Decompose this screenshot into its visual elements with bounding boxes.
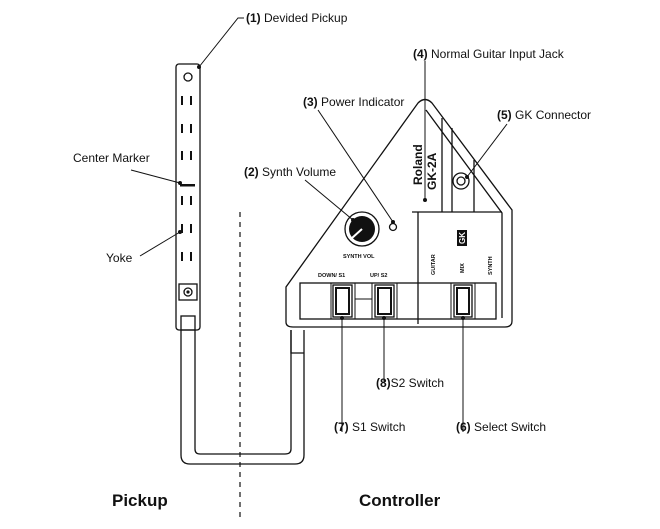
roland-logo: Roland xyxy=(411,144,425,185)
gk-logo: GK xyxy=(457,230,467,246)
callout-s2-switch: (8)S2 Switch xyxy=(376,376,444,390)
callout-select-switch: (6) Select Switch xyxy=(456,420,546,434)
model-name: GK-2A xyxy=(425,152,439,190)
up-s2-label: UP/ S2 xyxy=(370,273,387,279)
yoke-screw xyxy=(178,283,198,301)
select-switch[interactable] xyxy=(453,284,473,318)
section-title-pickup: Pickup xyxy=(112,491,168,510)
section-title-controller: Controller xyxy=(359,491,441,510)
callout-normal-guitar-input-jack: (4) Normal Guitar Input Jack xyxy=(413,47,565,61)
label-yoke: Yoke xyxy=(106,251,133,265)
guitar-label: GUITAR xyxy=(431,254,437,275)
synth-vol-label: SYNTH VOL xyxy=(343,254,375,260)
callout-gk-connector: (5) GK Connector xyxy=(497,108,591,122)
down-s1-label: DOWN/ S1 xyxy=(318,273,345,279)
pickup-pole-slots xyxy=(181,96,192,261)
power-indicator xyxy=(388,222,398,232)
gk-connector[interactable] xyxy=(452,172,470,190)
s1-switch[interactable] xyxy=(332,284,353,318)
label-center-marker: Center Marker xyxy=(73,151,150,165)
callout-divided-pickup: (1) Devided Pickup xyxy=(246,11,348,25)
divided-pickup xyxy=(175,63,201,331)
svg-text:GK: GK xyxy=(458,232,467,244)
synth-label: SYNTH xyxy=(488,256,494,275)
center-marker xyxy=(180,184,195,187)
mix-label: MIX xyxy=(460,263,466,273)
controller-body xyxy=(285,98,513,328)
callout-s1-switch: (7) S1 Switch xyxy=(334,420,405,434)
switch-panel xyxy=(299,282,497,320)
pickup-mount-hole xyxy=(183,72,193,82)
synth-volume-knob[interactable] xyxy=(344,211,380,247)
callout-synth-volume: (2) Synth Volume xyxy=(244,165,336,179)
leader-lines xyxy=(130,17,508,432)
pickup-cable xyxy=(180,330,305,465)
callout-power-indicator: (3) Power Indicator xyxy=(303,95,404,109)
s2-switch[interactable] xyxy=(374,284,395,318)
